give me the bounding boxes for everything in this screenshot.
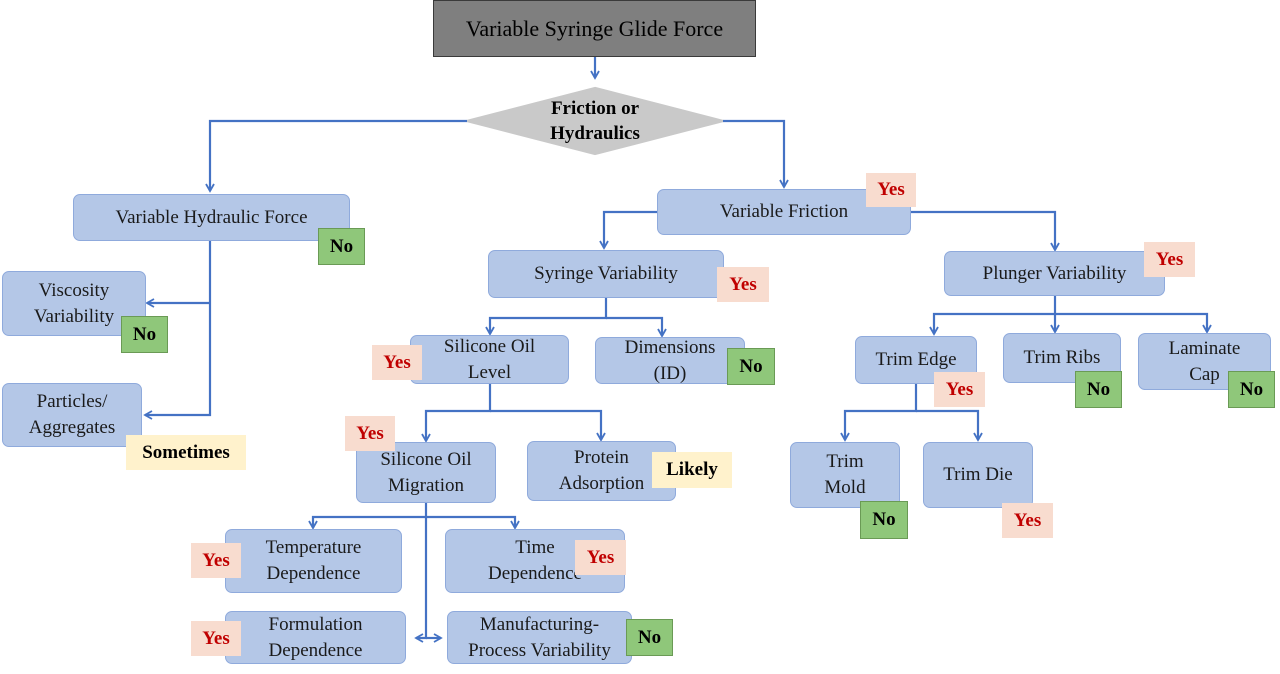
decision-label-line-2: Hydraulics <box>550 123 640 144</box>
node-trim-die: Trim Die <box>923 442 1033 508</box>
decision-diamond <box>466 86 724 156</box>
badge-syringe-yes: Yes <box>717 267 769 302</box>
node-label: Trim Ribs <box>1023 347 1101 368</box>
badge-migration-yes: Yes <box>345 416 395 451</box>
badge-manufacturing-no: No <box>626 619 673 656</box>
node-label-line-1: Manufacturing- <box>479 613 600 635</box>
node-label-line-1: Silicone Oil <box>380 448 472 470</box>
diagram-title: Variable Syringe Glide Force <box>433 0 756 57</box>
badge-trim-die-yes: Yes <box>1002 503 1053 538</box>
badge-protein-likely: Likely <box>652 452 732 488</box>
node-label-line-2: Process Variability <box>468 639 611 661</box>
badge-trim-ribs-no: No <box>1075 371 1122 408</box>
decision-label-line-1: Friction or <box>550 98 640 119</box>
node-label: Trim Edge <box>875 349 957 370</box>
badge-friction-yes: Yes <box>866 173 916 207</box>
node-label-line-2: Dependence <box>268 639 363 661</box>
node-label-line-1: Time <box>515 537 555 558</box>
node-label: Trim Die <box>943 464 1013 485</box>
node-dimensions: Dimensions (ID) <box>595 337 745 384</box>
node-label-line-2: Adsorption <box>558 473 645 494</box>
badge-particles-sometimes: Sometimes <box>126 435 246 470</box>
node-variable-hydraulic-force: Variable Hydraulic Force <box>73 194 350 241</box>
node-syringe-variability: Syringe Variability <box>488 250 724 298</box>
node-label: Variable Hydraulic Force <box>115 206 308 228</box>
node-label-line-1: Particles/ <box>36 391 108 412</box>
node-label-line-1: Viscosity <box>38 279 110 301</box>
node-trim-ribs: Trim Ribs <box>1003 333 1121 383</box>
badge-silicone-level-yes: Yes <box>372 345 422 380</box>
badge-laminate-no: No <box>1228 371 1275 408</box>
node-label-line-2: Migration <box>388 474 464 496</box>
node-label-line-1: Dimensions <box>624 336 716 358</box>
badge-trim-mold-no: No <box>860 501 908 539</box>
badge-viscosity-no: No <box>121 316 168 353</box>
badge-formulation-yes: Yes <box>191 621 241 656</box>
node-label: Syringe Variability <box>534 263 678 284</box>
node-label-line-2: Aggregates <box>28 417 116 438</box>
node-label-line-1: Silicone Oil <box>443 335 536 357</box>
decision-label: Friction or Hydraulics <box>515 96 675 146</box>
node-label-line-2: Dependence <box>266 563 361 584</box>
node-label-line-1: Temperature <box>265 537 362 558</box>
badge-trim-edge-yes: Yes <box>934 372 985 407</box>
node-label-line-2: Dependence <box>488 563 582 584</box>
badge-plunger-yes: Yes <box>1144 242 1195 277</box>
badge-time-yes: Yes <box>575 540 626 575</box>
node-label: Variable Friction <box>719 201 849 222</box>
node-label-line-1: Trim <box>826 451 864 472</box>
node-particles-aggregates: Particles/Aggregates <box>2 383 142 447</box>
node-label-line-2: (ID) <box>653 362 687 384</box>
badge-hydraulic-no: No <box>318 228 365 265</box>
node-plunger-variability: Plunger Variability <box>944 251 1165 296</box>
node-label-line-2: Cap <box>1189 363 1220 385</box>
node-manufacturing-process-variability: Manufacturing- Process Variability <box>447 611 632 664</box>
node-label-line-2: Mold <box>824 477 866 498</box>
badge-dimensions-no: No <box>727 348 775 385</box>
node-label-line-2: Level <box>467 361 512 383</box>
node-label-line-1: Protein <box>574 447 629 468</box>
node-label-line-2: Variability <box>33 305 115 327</box>
node-label-line-1: Laminate <box>1168 337 1241 359</box>
badge-temperature-yes: Yes <box>191 543 241 578</box>
node-label: Plunger Variability <box>982 262 1127 284</box>
node-label-line-1: Formulation <box>268 613 363 635</box>
